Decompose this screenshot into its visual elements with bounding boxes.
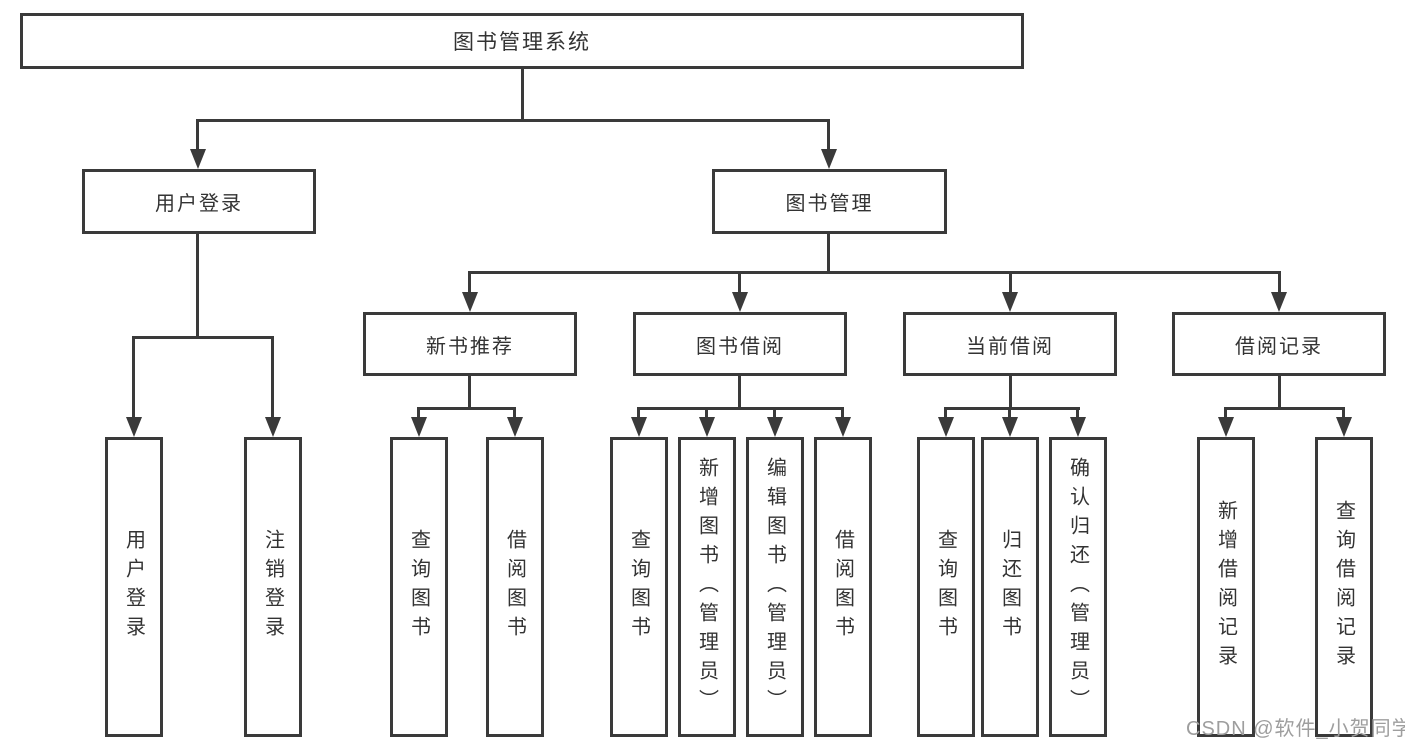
connector-line <box>468 271 471 295</box>
arrowhead-icon <box>126 417 142 437</box>
arrowhead-icon <box>462 292 478 312</box>
connector-line <box>738 376 741 410</box>
connector-line <box>196 234 199 339</box>
leaf-label: 注销登录 <box>261 529 284 645</box>
arrowhead-icon <box>411 417 427 437</box>
leaf-query-books-borrow: 查询图书 <box>610 437 668 737</box>
connector-line <box>1076 407 1079 420</box>
connector-line <box>841 407 844 420</box>
csdn-watermark: CSDN @软件_小贺同学 <box>1186 718 1405 740</box>
leaf-label: 借阅图书 <box>503 529 526 645</box>
arrowhead-icon <box>507 417 523 437</box>
connector-line <box>738 271 741 295</box>
arrowhead-icon <box>1070 417 1086 437</box>
node-borrow-records: 借阅记录 <box>1172 312 1386 376</box>
leaf-label: 查询图书 <box>407 529 430 645</box>
node-label: 当前借阅 <box>966 335 1054 358</box>
node-label: 图书借阅 <box>696 335 784 358</box>
connector-line <box>1008 407 1011 420</box>
leaf-borrow-books: 借阅图书 <box>814 437 872 737</box>
node-label: 新书推荐 <box>426 335 514 358</box>
connector-line <box>521 69 524 122</box>
connector-line <box>773 407 776 420</box>
connector-line <box>1224 407 1227 420</box>
leaf-edit-book-admin: 编辑图书（管理员） <box>746 437 804 737</box>
connector-line <box>196 119 199 152</box>
leaf-confirm-return-admin: 确认归还（管理员） <box>1049 437 1107 737</box>
connector-line <box>132 336 135 420</box>
node-label: 借阅记录 <box>1235 335 1323 358</box>
connector-line <box>1278 271 1281 295</box>
leaf-logout: 注销登录 <box>244 437 302 737</box>
connector-line <box>827 119 830 152</box>
leaf-label: 新增借阅记录 <box>1214 500 1237 674</box>
leaf-label: 归还图书 <box>998 529 1021 645</box>
leaf-query-books-recommend: 查询图书 <box>390 437 448 737</box>
leaf-return-books: 归还图书 <box>981 437 1039 737</box>
arrowhead-icon <box>265 417 281 437</box>
arrowhead-icon <box>1336 417 1352 437</box>
connector-line <box>196 119 830 122</box>
node-label: 图书管理系统 <box>453 31 591 54</box>
connector-line <box>468 271 1281 274</box>
leaf-add-borrow-record: 新增借阅记录 <box>1197 437 1255 737</box>
node-new-book-recommend: 新书推荐 <box>363 312 577 376</box>
arrowhead-icon <box>821 149 837 169</box>
leaf-query-borrow-record: 查询借阅记录 <box>1315 437 1373 737</box>
connector-line <box>637 407 640 420</box>
node-user-login: 用户登录 <box>82 169 316 234</box>
leaf-label: 查询图书 <box>934 529 957 645</box>
connector-line <box>637 407 844 410</box>
arrowhead-icon <box>1271 292 1287 312</box>
connector-line <box>944 407 947 420</box>
leaf-borrow-books-recommend: 借阅图书 <box>486 437 544 737</box>
connector-line <box>1224 407 1345 410</box>
connector-line <box>132 336 274 339</box>
connector-line <box>513 407 516 420</box>
leaf-label: 用户登录 <box>122 529 145 645</box>
leaf-label: 查询图书 <box>627 529 650 645</box>
arrowhead-icon <box>190 149 206 169</box>
leaf-label: 新增图书（管理员） <box>695 456 718 718</box>
arrowhead-icon <box>767 417 783 437</box>
arrowhead-icon <box>1002 417 1018 437</box>
arrowhead-icon <box>732 292 748 312</box>
connector-line <box>271 336 274 420</box>
connector-line <box>417 407 420 420</box>
connector-line <box>944 407 1080 410</box>
node-label: 图书管理 <box>785 193 874 215</box>
node-library-system: 图书管理系统 <box>20 13 1024 69</box>
node-book-borrow: 图书借阅 <box>633 312 847 376</box>
connector-line <box>705 407 708 420</box>
leaf-label: 查询借阅记录 <box>1332 500 1355 674</box>
connector-line <box>468 376 471 410</box>
leaf-user-login: 用户登录 <box>105 437 163 737</box>
node-label: 用户登录 <box>155 193 243 215</box>
connector-line <box>1278 376 1281 410</box>
leaf-query-books-current: 查询图书 <box>917 437 975 737</box>
connector-line <box>1009 271 1012 295</box>
node-book-management: 图书管理 <box>712 169 947 234</box>
arrowhead-icon <box>835 417 851 437</box>
connector-line <box>827 234 830 274</box>
arrowhead-icon <box>1002 292 1018 312</box>
leaf-add-book-admin: 新增图书（管理员） <box>678 437 736 737</box>
leaf-label: 编辑图书（管理员） <box>763 456 786 718</box>
leaf-label: 确认归还（管理员） <box>1066 456 1089 718</box>
arrowhead-icon <box>1218 417 1234 437</box>
leaf-label: 借阅图书 <box>831 529 854 645</box>
arrowhead-icon <box>631 417 647 437</box>
connector-line <box>1009 376 1012 410</box>
connector-line <box>1342 407 1345 420</box>
connector-line <box>417 407 516 410</box>
arrowhead-icon <box>699 417 715 437</box>
node-current-borrow: 当前借阅 <box>903 312 1117 376</box>
arrowhead-icon <box>938 417 954 437</box>
